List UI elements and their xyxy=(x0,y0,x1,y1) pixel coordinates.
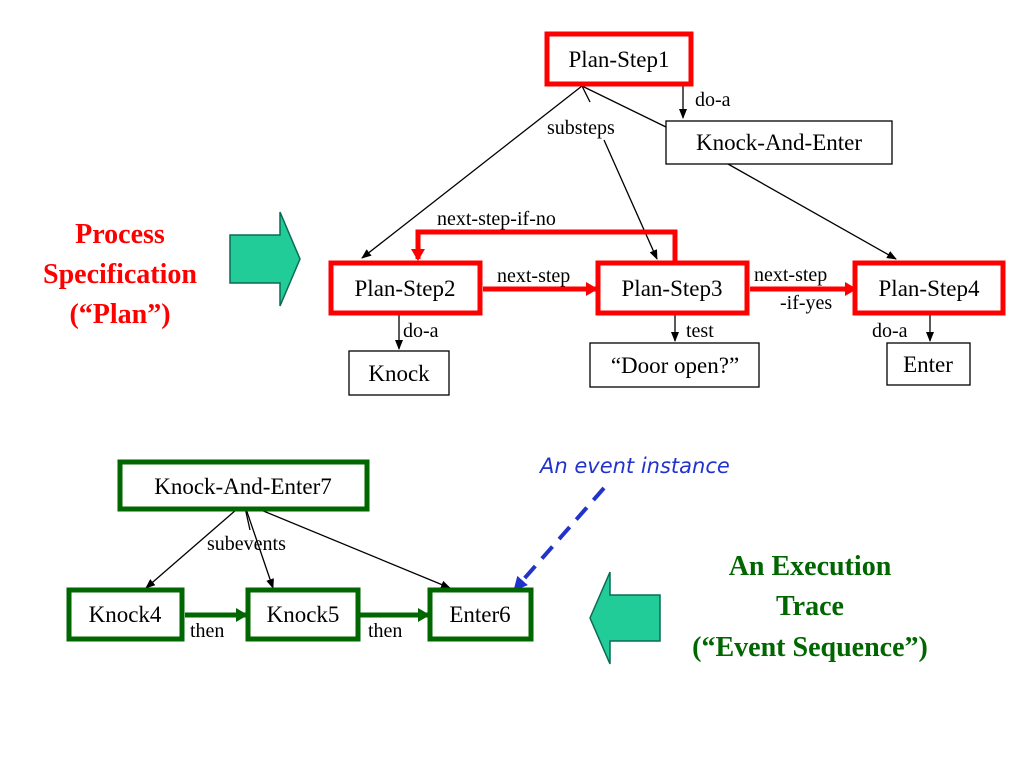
node-enter6-label: Enter6 xyxy=(449,602,510,627)
trace-title-line1: An Execution xyxy=(729,551,892,582)
trace-edges xyxy=(145,502,451,589)
node-enter-label: Enter xyxy=(903,352,953,377)
node-knock-label: Knock xyxy=(368,361,430,386)
node-knock: Knock xyxy=(348,350,450,396)
edge-step1-to-knock-enter xyxy=(581,85,667,128)
label-next-step-if-yes-2: -if-yes xyxy=(780,292,832,314)
node-plan-step4: Plan-Step4 xyxy=(852,260,1006,316)
node-plan-step1: Plan-Step1 xyxy=(544,31,694,87)
plan-block-arrow xyxy=(229,211,301,307)
label-do-a-step4: do-a xyxy=(872,320,908,342)
node-knock-and-enter7: Knock-And-Enter7 xyxy=(117,459,370,512)
edge-ke7-to-enter6 xyxy=(243,502,451,589)
instance-note: An event instance xyxy=(538,454,730,478)
label-next-step: next-step xyxy=(497,265,570,287)
label-test: test xyxy=(686,320,714,342)
node-enter: Enter xyxy=(886,342,971,386)
node-knock4: Knock4 xyxy=(66,587,185,642)
node-plan-step2: Plan-Step2 xyxy=(328,260,483,316)
edge-step1-to-step2 xyxy=(361,85,583,259)
node-knock5-label: Knock5 xyxy=(267,602,340,627)
node-plan-step1-label: Plan-Step1 xyxy=(569,47,670,72)
edge-next-step-if-no xyxy=(411,229,678,263)
trace-block-arrow xyxy=(589,571,661,665)
node-plan-step3: Plan-Step3 xyxy=(595,260,750,316)
plan-edges xyxy=(361,84,934,350)
edge-knock-enter-to-step4 xyxy=(727,163,897,260)
edge-ke7-to-knock4 xyxy=(145,502,245,589)
label-next-step-if-no: next-step-if-no xyxy=(437,208,556,230)
node-knock-and-enter7-label: Knock-And-Enter7 xyxy=(154,474,332,499)
node-plan-step4-label: Plan-Step4 xyxy=(879,276,980,301)
label-do-a-top: do-a xyxy=(695,89,731,111)
node-knock4-label: Knock4 xyxy=(89,602,162,627)
trace-title-line2: Trace xyxy=(776,591,844,622)
label-subevents: subevents xyxy=(207,533,286,555)
plan-title-line3: (“Plan”) xyxy=(69,299,170,330)
label-next-step-if-yes-1: next-step xyxy=(754,264,827,286)
edge-step1-tick xyxy=(581,85,591,103)
node-enter6: Enter6 xyxy=(427,587,534,642)
node-knock-and-enter-label: Knock-And-Enter xyxy=(696,130,862,155)
trace-title-line3: (“Event Sequence”) xyxy=(692,632,928,663)
label-then-1: then xyxy=(190,620,224,642)
node-door-open-label: “Door open?” xyxy=(611,353,739,378)
edge-substeps-to-step3 xyxy=(603,139,658,260)
plan-title-line2: Specification xyxy=(43,259,197,290)
edge-ke7-to-knock5 xyxy=(243,502,274,589)
node-knock5: Knock5 xyxy=(245,587,361,642)
label-do-a-step2: do-a xyxy=(403,320,439,342)
plan-title-line1: Process xyxy=(75,219,165,250)
node-plan-step2-label: Plan-Step2 xyxy=(355,276,456,301)
instance-pointer xyxy=(513,486,606,592)
label-substeps: substeps xyxy=(547,117,615,139)
node-knock-and-enter: Knock-And-Enter xyxy=(665,120,893,165)
label-then-2: then xyxy=(368,620,402,642)
node-plan-step3-label: Plan-Step3 xyxy=(622,276,723,301)
node-door-open: “Door open?” xyxy=(589,342,760,388)
